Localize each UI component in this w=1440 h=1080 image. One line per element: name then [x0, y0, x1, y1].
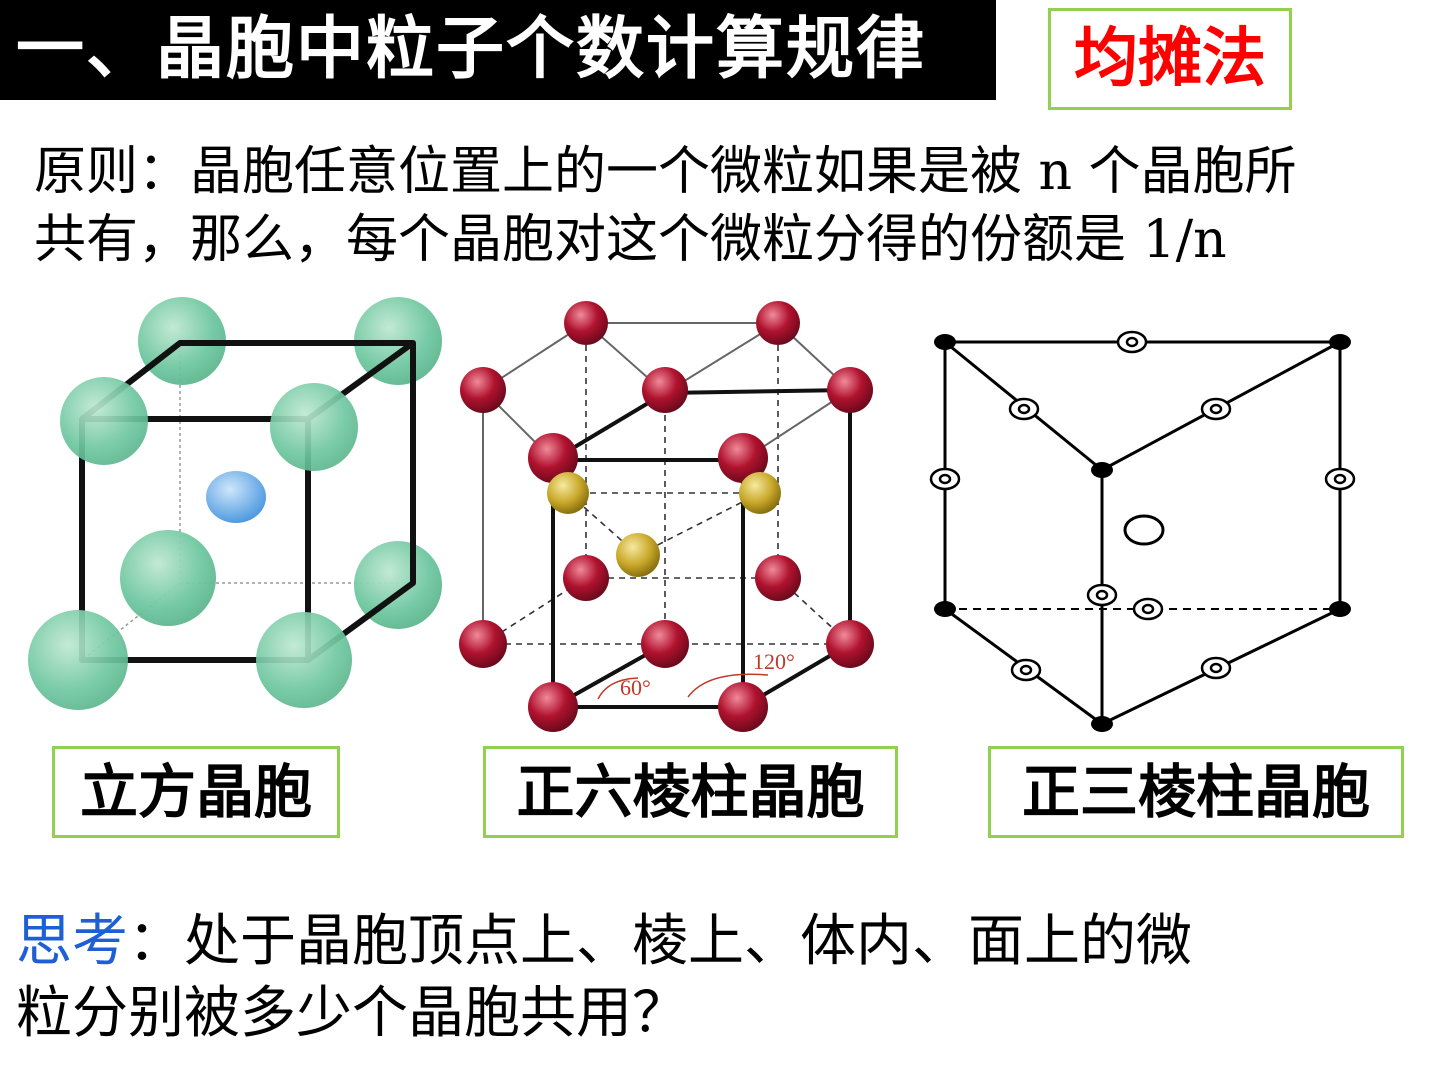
- angle-label-60: 60°: [620, 675, 651, 700]
- angle-arcs: [597, 673, 769, 700]
- angle-label-120: 120°: [753, 649, 795, 674]
- principle-line-1: 原则：晶胞任意位置上的一个微粒如果是被 n 个晶胞所: [34, 142, 1297, 202]
- vertex-top-left: [934, 334, 956, 350]
- vertex-bottom-right: [1329, 601, 1351, 617]
- question-text: 思考：处于晶胞顶点上、棱上、体内、面上的微 粒分别被多少个晶胞共用？: [16, 906, 1426, 1050]
- label-cubic: 立方晶胞: [79, 758, 312, 826]
- page-title: 一、晶胞中粒子个数计算规律: [16, 10, 927, 89]
- atom-front-top-right: [270, 383, 358, 471]
- question-line-1-rest: ：处于晶胞顶点上、棱上、体内、面上的微: [128, 909, 1192, 974]
- atom-body-center: [206, 471, 266, 523]
- atom-top-front-left: [528, 433, 578, 483]
- method-box: 均摊法: [1048, 8, 1292, 110]
- label-box-hexagonal: 正六棱柱晶胞: [483, 746, 898, 838]
- atom-back-bottom-left: [120, 530, 216, 626]
- atom-bottom-left: [459, 620, 507, 668]
- atom-bottom-right: [826, 620, 874, 668]
- principle-line-2: 共有，那么，每个晶胞对这个微粒分得的份额是 1/n: [34, 210, 1227, 270]
- atom-top-right: [827, 367, 873, 413]
- vertex-points: [934, 334, 1351, 732]
- question-line-1: 思考：处于晶胞顶点上、棱上、体内、面上的微: [16, 906, 1426, 978]
- atom-inner-right: [739, 472, 781, 514]
- method-title: 均摊法: [1074, 22, 1266, 96]
- label-hexagonal: 正六棱柱晶胞: [516, 758, 865, 826]
- atom-top-center: [642, 367, 688, 413]
- vertex-bottom-left: [934, 601, 956, 617]
- atom-top-back-right: [756, 301, 800, 345]
- atom-bottom-front-right: [718, 682, 768, 732]
- atom-bottom-front-left: [528, 682, 578, 732]
- hexagonal-cell-diagram: 60° 120°: [459, 301, 874, 732]
- atom-inner-left: [547, 472, 589, 514]
- label-box-cubic: 立方晶胞: [52, 746, 340, 838]
- atom-bottom-center: [641, 620, 689, 668]
- atom-bottom-back-right: [755, 555, 801, 601]
- title-bar: 一、晶胞中粒子个数计算规律: [0, 0, 996, 100]
- cubic-cell-diagram: [28, 297, 442, 710]
- edge-points: [929, 330, 1356, 682]
- question-line-2: 粒分别被多少个晶胞共用？: [16, 981, 688, 1046]
- atom-front-top-left: [60, 377, 148, 465]
- body-center-point: [1123, 514, 1165, 546]
- label-triangular: 正三棱柱晶胞: [1021, 758, 1370, 826]
- vertex-bottom-front: [1091, 716, 1113, 732]
- vertex-top-front: [1091, 462, 1113, 478]
- atom-inner-center: [616, 533, 660, 577]
- atom-front-bottom-right: [256, 612, 352, 708]
- atom-top-front-right: [718, 433, 768, 483]
- atom-top-back-left: [564, 301, 608, 345]
- hexagon-front-edges: [551, 388, 852, 709]
- atom-front-bottom-left: [28, 610, 128, 710]
- atom-top-left: [460, 367, 506, 413]
- label-box-triangular: 正三棱柱晶胞: [988, 746, 1404, 838]
- principle-text: 原则：晶胞任意位置上的一个微粒如果是被 n 个晶胞所 共有，那么，每个晶胞对这个…: [34, 138, 1424, 274]
- vertex-top-right: [1329, 334, 1351, 350]
- atom-bottom-back-left: [563, 555, 609, 601]
- triangular-cell-diagram: [929, 330, 1356, 732]
- question-lead: 思考: [16, 909, 128, 974]
